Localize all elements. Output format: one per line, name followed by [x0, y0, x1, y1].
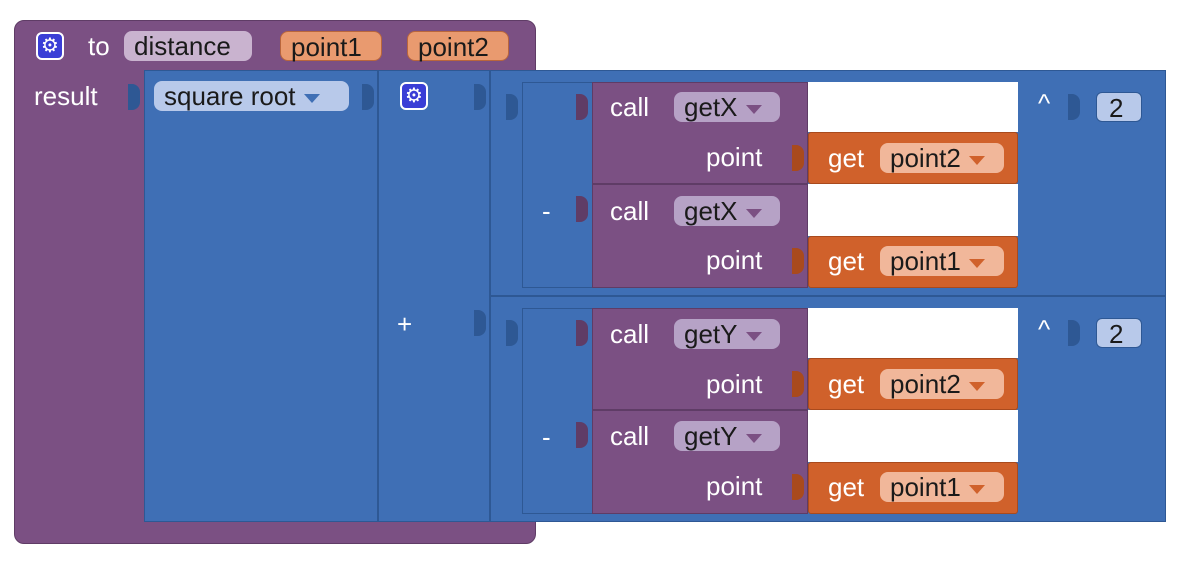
gear-icon[interactable]: ⚙ — [36, 32, 64, 60]
point-label-4: point — [706, 471, 763, 501]
sqrt-plug — [128, 84, 140, 110]
sqrt-dropdown[interactable]: square root — [154, 81, 349, 111]
empty-area — [808, 410, 1018, 462]
method-dropdown-1[interactable]: getX — [674, 92, 780, 122]
pow-operator-1: ^ — [1038, 88, 1051, 118]
method-dropdown-3[interactable]: getY — [674, 319, 780, 349]
get-plug-2 — [792, 248, 804, 274]
to-label: to — [88, 31, 110, 61]
empty-area — [808, 82, 1018, 132]
method-dropdown-2[interactable]: getX — [674, 196, 780, 226]
minus-operator-2: - — [542, 422, 551, 452]
sqrt-label: square root — [164, 81, 296, 111]
chevron-down-icon — [745, 208, 762, 218]
call-plug-3 — [576, 320, 588, 346]
get-label-3: get — [828, 369, 865, 399]
square-root-block[interactable] — [144, 70, 378, 522]
chevron-down-icon — [968, 484, 985, 494]
get-plug-1 — [792, 145, 804, 171]
method-dropdown-4[interactable]: getY — [674, 421, 780, 451]
call-label-3: call — [610, 319, 650, 349]
chevron-down-icon — [968, 381, 985, 391]
var-dropdown-1[interactable]: point2 — [880, 143, 1004, 173]
chevron-down-icon — [303, 93, 320, 103]
get-label-2: get — [828, 246, 865, 276]
procedure-name-field[interactable]: distance — [124, 31, 252, 61]
subtract-plug-1 — [506, 94, 518, 120]
exponent-field-2[interactable]: 2 — [1096, 318, 1142, 349]
chevron-down-icon — [968, 155, 985, 165]
minus-operator-1: - — [542, 196, 551, 226]
chevron-down-icon — [968, 258, 985, 268]
call-plug-1 — [576, 94, 588, 120]
var-dropdown-2[interactable]: point1 — [880, 246, 1004, 276]
call-plug-2 — [576, 196, 588, 222]
get-plug-3 — [792, 371, 804, 397]
point-label-1: point — [706, 142, 763, 172]
power-plug-1 — [474, 84, 486, 110]
call-label-4: call — [610, 421, 650, 451]
empty-area — [808, 308, 1018, 358]
var-dropdown-4[interactable]: point1 — [880, 472, 1004, 502]
gear-icon[interactable]: ⚙ — [400, 82, 428, 110]
exp-plug-1 — [1068, 94, 1080, 120]
plus-operator: + — [397, 309, 413, 339]
var-dropdown-3[interactable]: point2 — [880, 369, 1004, 399]
pow-operator-2: ^ — [1038, 314, 1051, 344]
get-label-1: get — [828, 143, 865, 173]
get-label-4: get — [828, 472, 865, 502]
exponent-field-1[interactable]: 2 — [1096, 92, 1142, 123]
point-label-2: point — [706, 245, 763, 275]
add-block[interactable] — [378, 70, 490, 522]
subtract-plug-2 — [506, 320, 518, 346]
get-plug-4 — [792, 474, 804, 500]
call-plug-4 — [576, 422, 588, 448]
chevron-down-icon — [745, 104, 762, 114]
empty-area — [808, 184, 1018, 236]
add-plug — [362, 84, 374, 110]
param-point2[interactable]: point2 — [407, 31, 509, 62]
call-label-2: call — [610, 196, 650, 226]
exp-plug-2 — [1068, 320, 1080, 346]
chevron-down-icon — [745, 433, 762, 443]
power-plug-2 — [474, 310, 486, 336]
result-label: result — [34, 81, 98, 111]
call-label-1: call — [610, 92, 650, 122]
point-label-3: point — [706, 369, 763, 399]
chevron-down-icon — [745, 331, 762, 341]
param-point1[interactable]: point1 — [280, 31, 382, 62]
